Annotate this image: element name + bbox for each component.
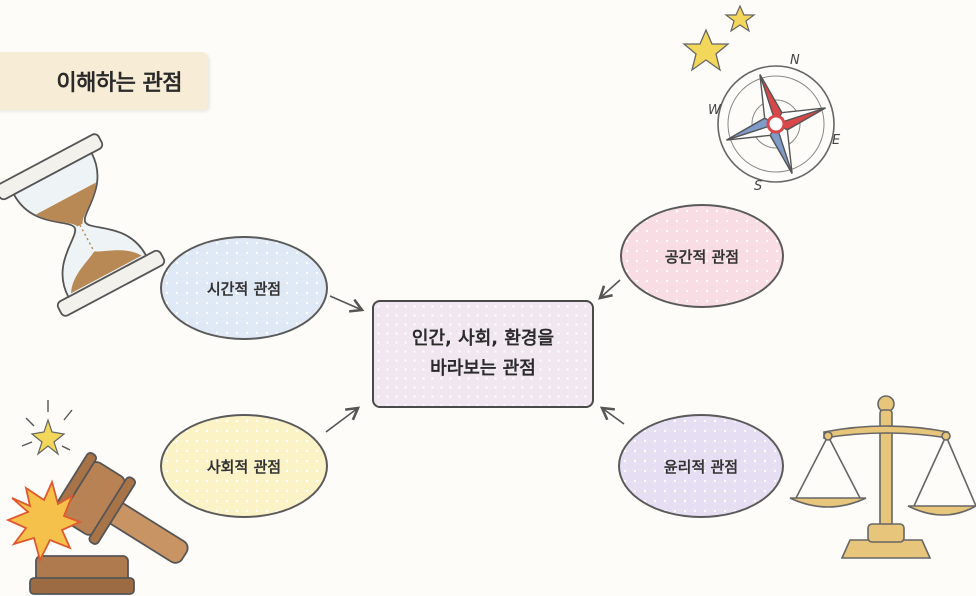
temporal-perspective-label: 시간적 관점 [206,279,282,298]
central-concept-line2: 바라보는 관점 [430,358,536,379]
spatial-perspective-bubble: 공간적 관점 [620,204,784,308]
ethical-perspective-bubble: 윤리적 관점 [618,414,784,518]
social-perspective-label: 사회적 관점 [206,457,282,476]
social-perspective-bubble: 사회적 관점 [160,414,328,518]
arrow-spatial [598,279,621,300]
arrow-social [325,406,361,433]
arrow-temporal [329,295,365,313]
ethical-perspective-label: 윤리적 관점 [663,457,739,476]
spatial-perspective-label: 공간적 관점 [664,247,740,266]
temporal-perspective-bubble: 시간적 관점 [160,236,328,340]
central-concept-box: 인간, 사회, 환경을 바라보는 관점 [372,300,594,408]
central-concept-line1: 인간, 사회, 환경을 [411,328,555,350]
page-title: 이해하는 관점 [0,52,208,110]
arrow-ethical [599,406,625,425]
